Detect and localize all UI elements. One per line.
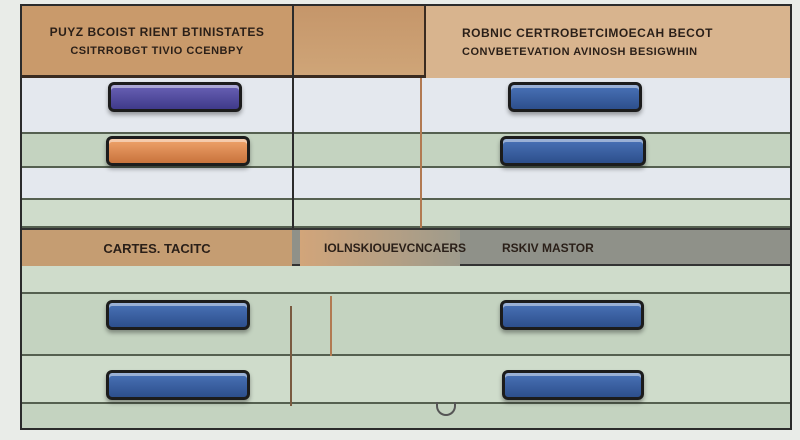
- header-right-line2: CONVBETEVATION AVINOSH BESIGWHIN: [462, 46, 698, 58]
- slot-button-3[interactable]: [106, 136, 250, 166]
- column-divider: [292, 6, 294, 302]
- thread-line: [290, 306, 292, 406]
- table-panel: PUYZ BCOIST RIENT BTINISTATES CSITRROBGT…: [20, 4, 792, 430]
- table-row: [22, 200, 790, 228]
- slot-button-7[interactable]: [106, 370, 250, 400]
- thread-line: [330, 296, 332, 356]
- slot-button-5[interactable]: [106, 300, 250, 330]
- table-row: [22, 266, 790, 294]
- header-left-line1: PUYZ BCOIST RIENT BTINISTATES: [49, 24, 265, 39]
- slot-button-4[interactable]: [500, 136, 646, 166]
- band-mid-label: IOLNSKIOUEVCNCAERS: [300, 230, 466, 266]
- header-right-line1: ROBNIC CERTROBETCIMOECAH BECOT: [462, 26, 713, 40]
- slot-button-1[interactable]: [108, 82, 242, 112]
- drawer-knob-icon: [436, 402, 456, 416]
- slot-button-2[interactable]: [508, 82, 642, 112]
- header-right: ROBNIC CERTROBETCIMOECAH BECOT CONVBETEV…: [294, 6, 790, 78]
- slot-button-6[interactable]: [500, 300, 644, 330]
- header-left: PUYZ BCOIST RIENT BTINISTATES CSITRROBGT…: [22, 6, 292, 78]
- band-left-label: CARTES. TACITC: [22, 230, 292, 266]
- header-left-line2: CSITRROBGT TIVIO CCENBPY: [70, 44, 244, 57]
- section-band: CARTES. TACITC IOLNSKIOUEVCNCAERS RSKIV …: [22, 228, 790, 266]
- slot-button-8[interactable]: [502, 370, 644, 400]
- table-row: [22, 168, 790, 200]
- table-row: [22, 404, 790, 428]
- thread-line: [420, 78, 422, 228]
- band-right-label: RSKIV MASTOR: [502, 241, 594, 255]
